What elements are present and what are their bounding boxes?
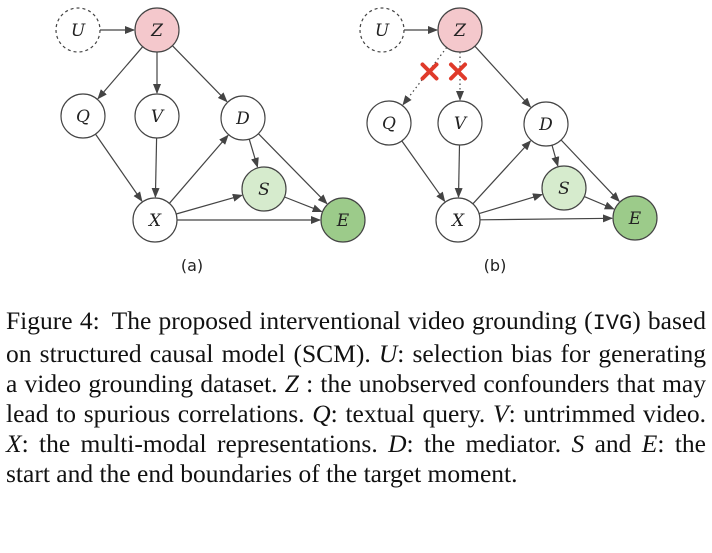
panel-a-label: (a) [181, 256, 203, 275]
edge-x-d [168, 134, 229, 204]
caption-var-u: U [378, 339, 398, 368]
edge-layer [95, 26, 328, 224]
caption-var-x: X [6, 429, 22, 458]
node-s-circle [541, 165, 587, 211]
caption-text-6: : untrimmed video. [508, 399, 706, 428]
edge-x-e [479, 214, 613, 223]
caption-var-d: D [388, 429, 407, 458]
edge-z-q [402, 47, 448, 106]
edge-x-d [472, 140, 532, 205]
causal-graph-figure: (a) U Z Q V D S X E (b) U Z Q V D S X E [55, 7, 658, 275]
node-x: X [435, 197, 481, 243]
caption-var-s: S [571, 429, 585, 458]
node-q-circle [366, 100, 412, 146]
node-z: Z [134, 7, 180, 53]
node-q: Q [366, 100, 412, 146]
node-layer: U Z Q V D S X E [359, 7, 658, 243]
node-s-circle [241, 166, 287, 212]
caption-lead: Figure 4: [6, 306, 100, 335]
caption-text-5: : textual query. [330, 399, 494, 428]
node-s-label: S [558, 179, 570, 199]
node-z: Z [437, 7, 483, 53]
node-x-circle [132, 197, 178, 243]
node-q-label: Q [76, 107, 90, 127]
node-v: V [134, 93, 180, 139]
node-s-label: S [258, 180, 270, 200]
node-e-circle [320, 197, 366, 243]
node-e-circle [612, 195, 658, 241]
node-d: D [220, 95, 266, 141]
edge-q-x [401, 140, 446, 203]
node-q-label: Q [382, 114, 396, 134]
edge-layer [401, 26, 620, 223]
caption-ivg-abbrev: IVG [592, 311, 633, 336]
edge-v-x [454, 144, 463, 198]
node-layer: U Z Q V D S X E [55, 7, 366, 243]
node-z-label: Z [150, 21, 164, 41]
node-d-label: D [538, 115, 553, 135]
node-z-label: Z [453, 21, 467, 41]
edge-s-e [284, 196, 323, 213]
edge-x-s [478, 193, 543, 215]
edge-d-s [248, 138, 259, 168]
node-e-label: E [336, 211, 350, 231]
node-s: S [541, 165, 587, 211]
node-d-circle [523, 101, 569, 147]
edge-z-d [171, 45, 228, 103]
edge-q-x [95, 133, 143, 202]
caption-text-9: and [584, 429, 642, 458]
node-v-label: V [454, 114, 468, 134]
node-z-circle [437, 7, 483, 53]
node-u-label: U [375, 21, 390, 41]
edge-d-e [257, 133, 328, 205]
caption-var-e: E [641, 429, 658, 458]
node-d-circle [220, 95, 266, 141]
panel-b-label: (b) [484, 256, 507, 275]
caption-var-q: Q [312, 399, 331, 428]
node-s: S [241, 166, 287, 212]
node-e-label: E [628, 209, 642, 229]
node-u: U [359, 7, 405, 53]
node-z-circle [134, 7, 180, 53]
node-e: E [612, 195, 658, 241]
node-v-label: V [151, 107, 165, 127]
node-v-circle [437, 100, 483, 146]
cut-mark-z-q [420, 62, 439, 81]
edge-d-s [551, 145, 560, 167]
caption-text-4: : the unobserved confounders that may le… [6, 369, 706, 428]
edge-v-x [151, 137, 160, 198]
node-x-circle [435, 197, 481, 243]
edge-s-e [584, 196, 615, 210]
edge-x-s [176, 193, 243, 215]
node-v: V [437, 100, 483, 146]
caption-var-z: Z [284, 369, 299, 398]
node-d-label: D [235, 109, 250, 129]
node-u-circle [55, 7, 101, 53]
caption-text-2: ) based on structured causal model (SCM)… [6, 306, 706, 368]
edge-z-d [474, 45, 532, 108]
caption-text-10: : the start and the end boundaries of th… [6, 429, 706, 488]
node-q: Q [60, 93, 106, 139]
edge-z-q [97, 46, 144, 100]
node-u-label: U [71, 21, 86, 41]
node-u: U [55, 7, 101, 53]
edge-d-e [560, 139, 620, 203]
node-q-circle [60, 93, 106, 139]
panel-b: (b) U Z Q V D S X E [359, 7, 658, 275]
node-u-circle [359, 7, 405, 53]
node-x-label: X [147, 211, 162, 231]
figure-caption: Figure 4: The proposed interventional vid… [6, 306, 706, 489]
node-v-circle [134, 93, 180, 139]
node-x-label: X [450, 211, 465, 231]
caption-var-v: V [493, 399, 509, 428]
caption-text-3: : selection bias for generating a video … [6, 339, 706, 398]
panel-a: (a) U Z Q V D S X E [55, 7, 366, 275]
caption-text-1: The proposed interventional video ground… [111, 306, 593, 335]
node-d: D [523, 101, 569, 147]
node-x: X [132, 197, 178, 243]
caption-text-7: : the multi-modal representations. [21, 429, 389, 458]
node-e: E [320, 197, 366, 243]
cut-mark-z-v [449, 62, 467, 81]
caption-text-8: : the mediator. [406, 429, 572, 458]
